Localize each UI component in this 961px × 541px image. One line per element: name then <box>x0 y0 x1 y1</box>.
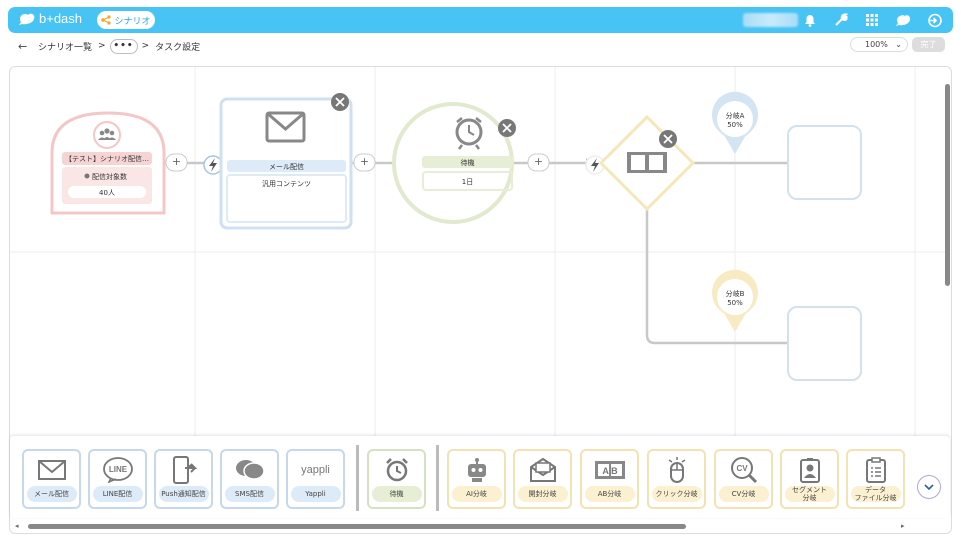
start-node <box>50 111 166 215</box>
wait-node-label[interactable]: 待機 <box>460 159 475 167</box>
back-arrow-icon[interactable]: ← <box>18 39 28 53</box>
branch-a-pin <box>712 91 758 154</box>
zoom-value: 100% <box>865 40 888 49</box>
branch-b-pct: 50% <box>727 299 743 307</box>
palette-sms[interactable]: SMS配信 <box>220 449 279 509</box>
branch-b-name: 分岐B <box>725 290 745 298</box>
svg-text:A B: A B <box>602 466 618 476</box>
logo-mark-icon <box>19 13 35 25</box>
mouse-icon <box>666 454 688 486</box>
palette-datafile-branch[interactable]: データ ファイル分岐 <box>846 449 905 509</box>
zoom-select[interactable]: 100% ⌄ <box>850 37 908 52</box>
palette-segment-branch[interactable]: セグメント 分岐 <box>780 449 839 509</box>
breadcrumb-more-button[interactable]: ••• <box>109 38 138 54</box>
done-button[interactable]: 完了 <box>912 37 945 52</box>
ab-branch-node <box>598 114 696 212</box>
palette-yappli[interactable]: yappli Yappli <box>286 449 345 509</box>
open-mail-icon <box>529 454 557 486</box>
alarm-icon <box>384 454 410 486</box>
scenario-pill[interactable]: シナリオ <box>97 11 155 29</box>
palette-wait[interactable]: 待機 <box>367 449 426 509</box>
datafile-icon <box>865 454 887 486</box>
palette-separator <box>436 445 439 511</box>
branch-a-name: 分岐A <box>725 112 745 120</box>
palette-expand-button[interactable] <box>917 475 941 499</box>
logo-text: b+dash <box>39 11 83 26</box>
chevron-down-icon: ⌄ <box>895 40 902 49</box>
push-icon <box>171 454 197 486</box>
mail-node-label[interactable]: メール配信 <box>269 163 304 171</box>
mail-icon <box>37 454 66 486</box>
empty-slot-a <box>787 125 862 200</box>
chat-icon[interactable] <box>894 11 912 29</box>
palette-push[interactable]: Push通知配信 <box>154 449 213 509</box>
palette-ab-branch[interactable]: A B AB分岐 <box>580 449 639 509</box>
palette-open-branch[interactable]: 開封分岐 <box>513 449 572 509</box>
flow-diagram <box>10 67 945 447</box>
breadcrumb-sep: > <box>98 41 106 51</box>
horizontal-scrollbar[interactable] <box>28 524 686 529</box>
wait-node-value[interactable]: 1日 <box>461 178 474 186</box>
start-title[interactable]: 【テスト】シナリオ配信… <box>65 155 149 163</box>
palette-ai-branch[interactable]: AI分岐 <box>447 449 506 509</box>
app-header: b+dash シナリオ <box>8 7 953 33</box>
segment-icon <box>799 454 821 486</box>
scenario-icon <box>101 15 112 25</box>
palette-line[interactable]: LINE LINE配信 <box>88 449 147 509</box>
empty-slot-b <box>787 306 862 381</box>
start-sub-label: 配信対象数 <box>92 173 127 181</box>
cv-icon: CV <box>730 454 758 486</box>
branch-b-pin <box>712 269 758 332</box>
branch-a-pct: 50% <box>727 121 743 129</box>
wrench-icon[interactable] <box>832 11 850 29</box>
breadcrumb-sep: > <box>141 41 150 51</box>
add-step-button[interactable]: + <box>171 155 182 168</box>
vertical-scrollbar[interactable] <box>945 84 950 286</box>
palette-click-branch[interactable]: クリック分岐 <box>647 449 706 509</box>
breadcrumb: ← シナリオ一覧 > ••• > タスク設定 <box>8 37 953 55</box>
breadcrumb-current: タスク設定 <box>155 42 201 53</box>
plus-buttons <box>165 153 550 172</box>
mail-node-content[interactable]: 汎用コンテンツ <box>262 180 311 188</box>
yappli-icon: yappli <box>301 464 330 476</box>
app-logo[interactable]: b+dash <box>18 11 82 26</box>
add-step-button[interactable]: + <box>533 155 544 168</box>
robot-icon <box>464 454 490 486</box>
chevron-down-icon <box>924 484 934 490</box>
palette-mail[interactable]: メール配信 <box>22 449 81 509</box>
wait-node <box>392 102 516 224</box>
palette-cv-branch[interactable]: CV CV分岐 <box>714 449 773 509</box>
scroll-right-icon[interactable]: ▸ <box>901 522 905 530</box>
line-icon: LINE <box>102 454 133 486</box>
svg-text:CV: CV <box>736 464 748 473</box>
grid-icon[interactable] <box>863 11 881 29</box>
ab-icon: A B <box>594 454 625 486</box>
breadcrumb-scenario-list[interactable]: シナリオ一覧 <box>38 42 93 53</box>
task-palette: メール配信 LINE LINE配信 Push通知配信 SMS配信 yappli … <box>10 436 950 518</box>
sms-icon <box>235 454 265 486</box>
bell-icon[interactable] <box>801 11 819 29</box>
mail-node <box>219 93 353 230</box>
logout-icon[interactable] <box>925 11 943 29</box>
start-count: 40人 <box>99 189 115 197</box>
svg-text:LINE: LINE <box>108 465 127 474</box>
add-step-button[interactable]: + <box>359 155 370 168</box>
scroll-left-icon[interactable]: ◂ <box>15 522 19 530</box>
user-name-blurred <box>743 13 798 27</box>
scenario-pill-label: シナリオ <box>114 16 151 27</box>
palette-separator <box>356 445 359 511</box>
